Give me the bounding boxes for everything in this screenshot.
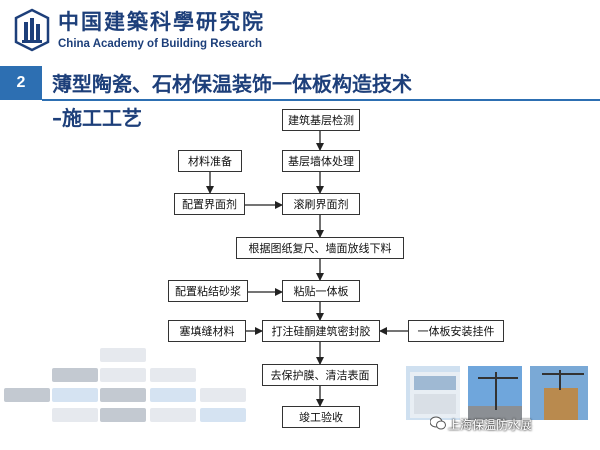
header: 中国建築科學研究院 China Academy of Building Rese… [0, 0, 600, 62]
construction-photo-2 [466, 364, 524, 422]
deco-block [200, 388, 246, 402]
slide-number: 2 [0, 66, 42, 100]
flow-side-filler: 塞填缝材料 [168, 320, 246, 342]
construction-photo-3 [528, 364, 590, 422]
flow-side-prepare-agent: 配置界面剂 [174, 193, 245, 215]
deco-block [150, 408, 196, 422]
deco-block [52, 368, 98, 382]
deco-block [100, 388, 146, 402]
org-name-en: China Academy of Building Research [58, 38, 263, 50]
title-underline [42, 99, 600, 101]
deco-block [150, 368, 196, 382]
flow-side-prepare-mortar: 配置粘结砂浆 [168, 280, 248, 302]
construction-photo-1 [404, 364, 462, 422]
flow-side-hangers: 一体板安装挂件 [408, 320, 504, 342]
deco-block [100, 368, 146, 382]
deco-block [52, 388, 98, 402]
deco-block [4, 388, 50, 402]
org-name-cn: 中国建築科學研究院 [58, 9, 265, 34]
flow-step-roll-agent: 滚刷界面剂 [282, 193, 360, 215]
deco-block [100, 348, 146, 362]
flow-side-materials: 材料准备 [178, 150, 242, 172]
flow-step-acceptance: 竣工验收 [282, 406, 360, 428]
flow-step-wall-treatment: 基层墙体处理 [282, 150, 360, 172]
deco-block [100, 408, 146, 422]
slide-title-line1: 薄型陶瓷、石材保温装饰一体板构造技术 [52, 72, 412, 96]
flow-step-paste-panel: 粘贴一体板 [282, 280, 360, 302]
wechat-icon [430, 416, 446, 430]
flow-step-sealant: 打注硅酮建筑密封胶 [262, 320, 380, 342]
deco-block [200, 408, 246, 422]
deco-block [52, 408, 98, 422]
logo-emblem-icon [14, 8, 50, 52]
slide-title-line2: –施工工艺 [52, 106, 142, 130]
deco-block [150, 388, 196, 402]
flow-step-measure-layout: 根据图纸复尺、墙面放线下料 [236, 237, 404, 259]
watermark-text: 上海保温防水展 [448, 418, 533, 432]
flow-step-cleanup: 去保护膜、清洁表面 [262, 364, 378, 386]
flow-step-inspection: 建筑基层检测 [282, 109, 360, 131]
